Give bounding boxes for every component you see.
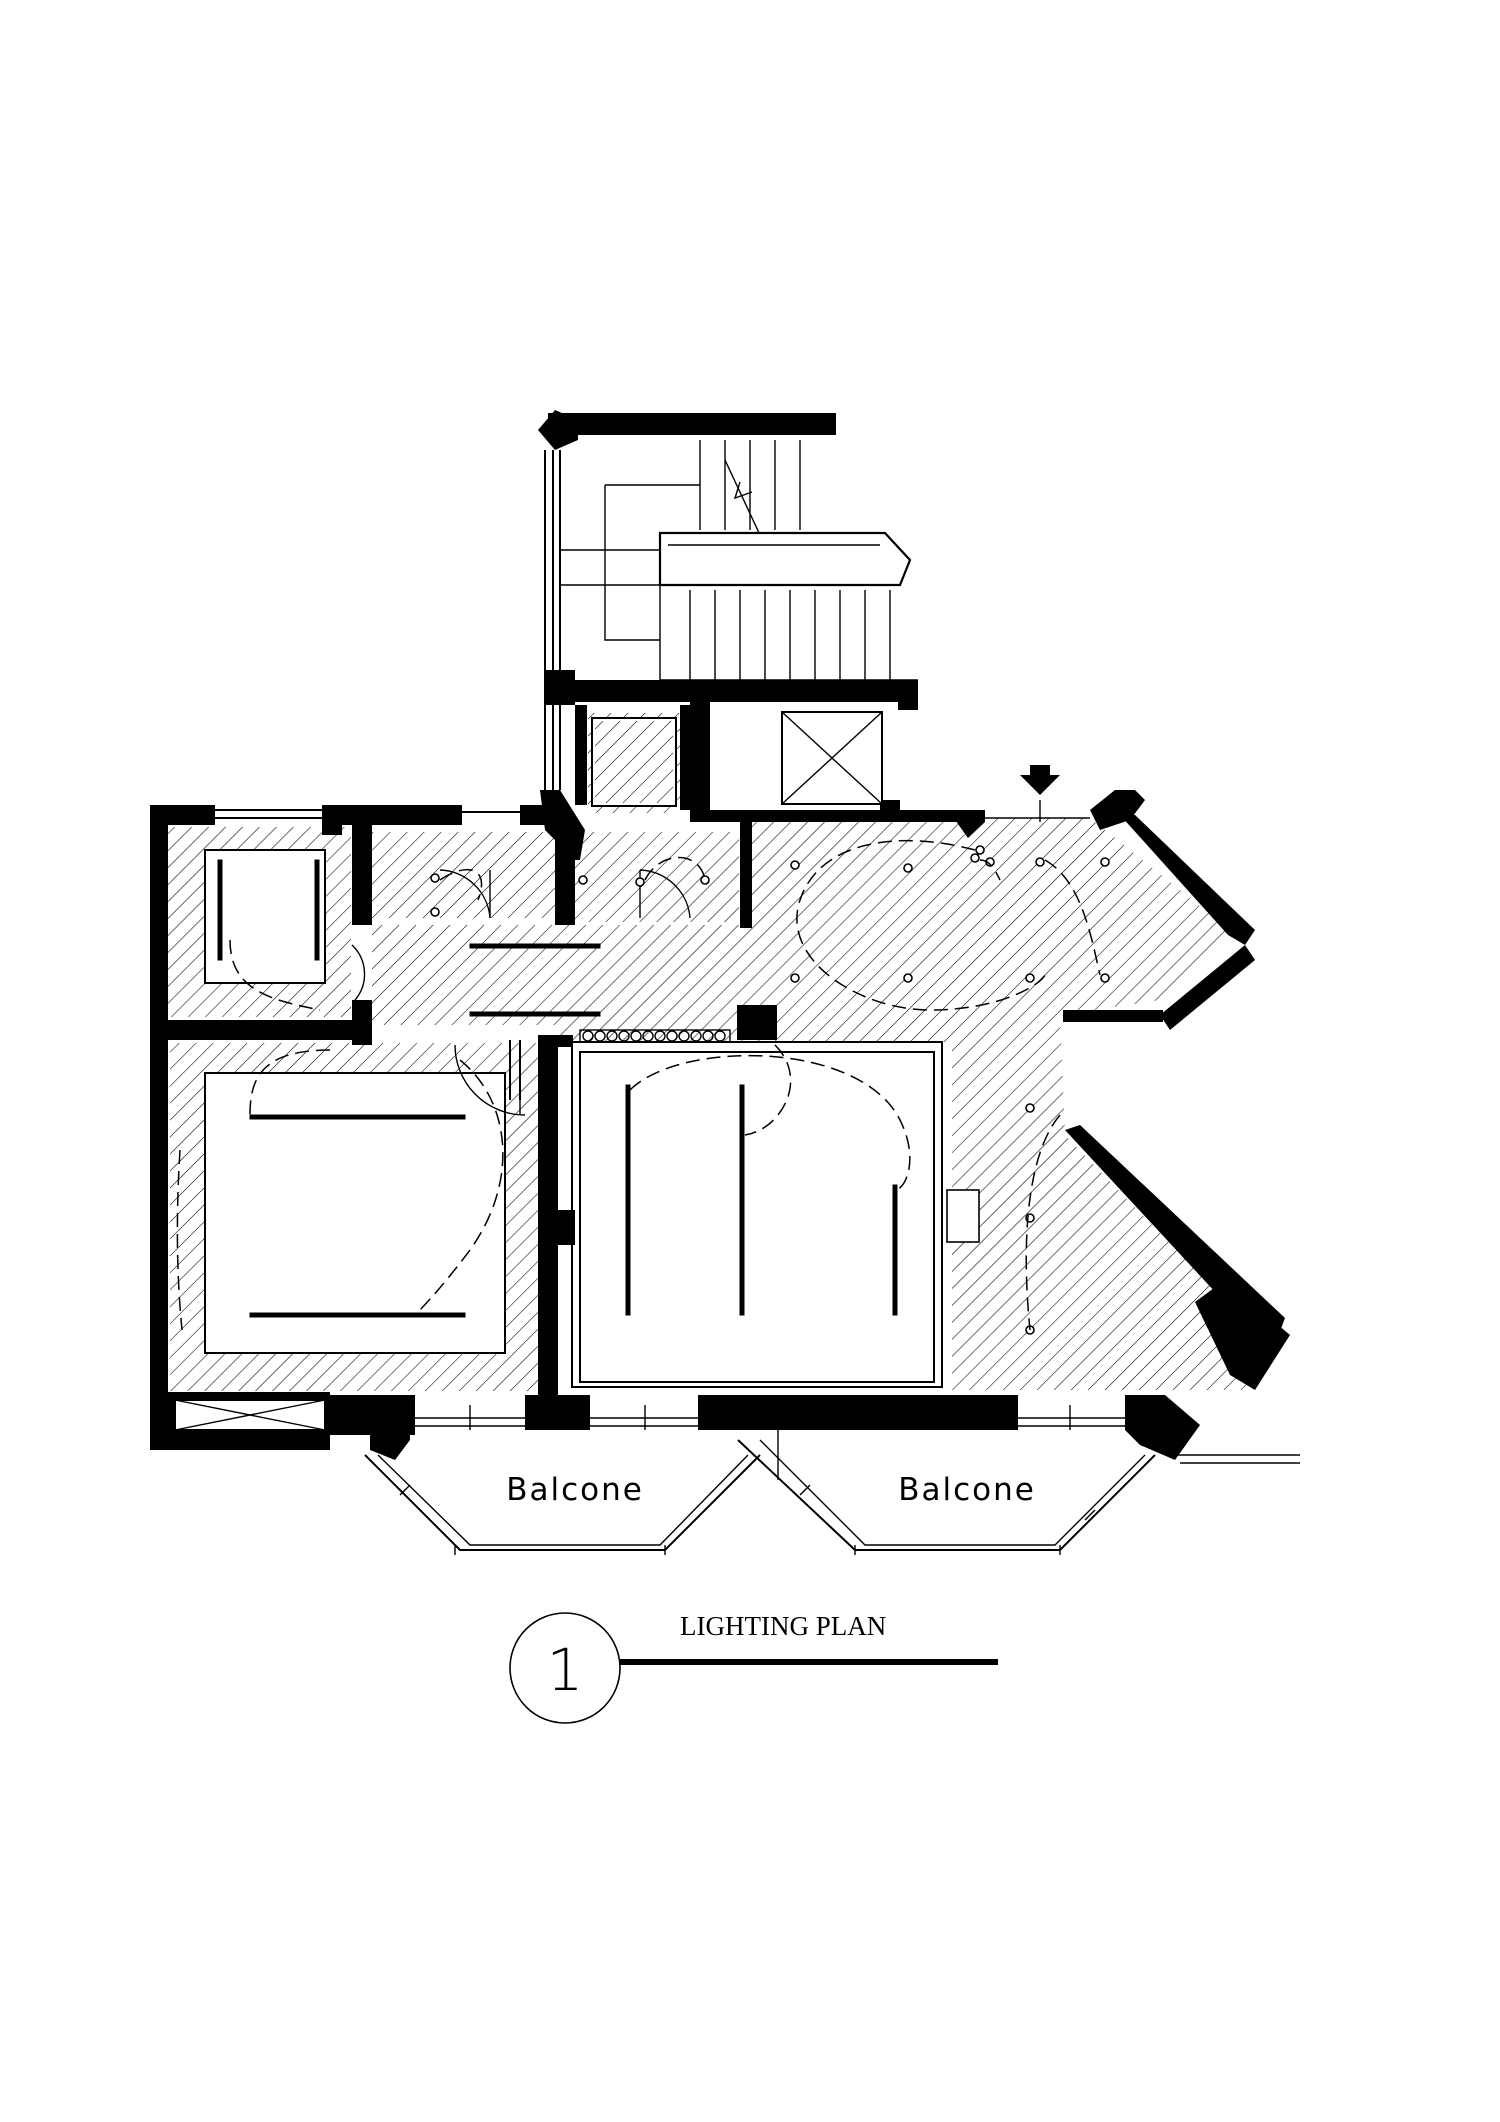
wiring — [176, 839, 1101, 1331]
title-block: 1 LIGHTING PLAN — [509, 1611, 998, 1724]
room-interiors — [204, 849, 980, 1388]
drawing-title: LIGHTING PLAN — [680, 1611, 886, 1641]
balcony-left-label: Balcone — [506, 1472, 644, 1508]
drawing-number-bubble — [509, 1612, 621, 1724]
balcony-right-label: Balcone — [898, 1472, 1036, 1508]
balcony-right — [737, 1430, 1156, 1555]
drawing-number: 1 — [547, 1636, 584, 1704]
linear-light-icon — [217, 859, 898, 1318]
title-underline — [620, 1659, 998, 1665]
staircase — [538, 410, 918, 790]
ceiling-spot-icon — [430, 845, 1110, 1335]
stair-direction-arrow-icon — [724, 459, 761, 536]
balcony-left — [364, 1454, 761, 1555]
walls — [150, 670, 1300, 1464]
entrance-arrow-icon — [1020, 775, 1060, 795]
wardrobe-row — [579, 1029, 731, 1043]
